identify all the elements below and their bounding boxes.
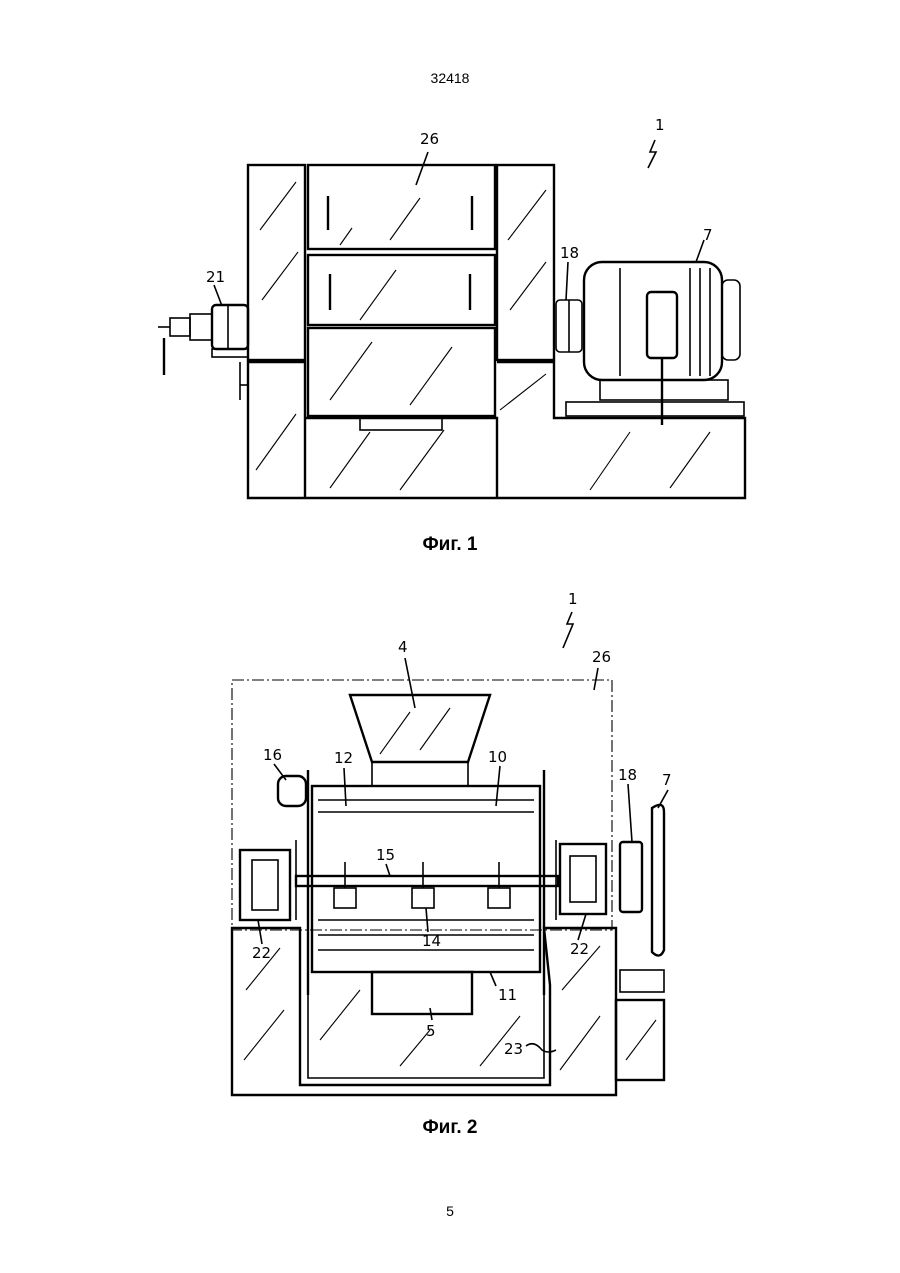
fig2-hatching	[244, 946, 656, 1070]
fig2-coupling	[620, 842, 642, 912]
fig2-shaft	[296, 876, 558, 886]
page-number-bottom: 5	[0, 1203, 900, 1219]
fig2-right-base	[616, 1000, 664, 1080]
fig2-labels: 1 26 4 16 12 10 18 7 15 14 22 22 11 5 23	[252, 590, 672, 1058]
fig2-label-1: 1	[568, 590, 578, 608]
fig2-base	[232, 928, 616, 1095]
fig2-label-23: 23	[504, 1040, 523, 1058]
fig2-label-5: 5	[426, 1022, 436, 1040]
fig2-label-11: 11	[498, 986, 517, 1004]
fig2-motor	[652, 805, 664, 956]
fig2-hopper	[350, 695, 490, 762]
fig2-label-14: 14	[422, 932, 441, 950]
fig2-item-16	[278, 776, 306, 806]
fig2-label-18: 18	[618, 766, 637, 784]
fig2-label-16: 16	[263, 746, 282, 764]
figure-2-drawing: 1 26 4 16 12 10 18 7 15 14 22 22 11 5 23	[0, 0, 900, 1120]
fig2-label-15: 15	[376, 846, 395, 864]
fig2-label-10: 10	[488, 748, 507, 766]
fig2-right-drive	[560, 844, 606, 914]
fig2-label-4: 4	[398, 638, 408, 656]
fig2-label-22-right: 22	[570, 940, 589, 958]
fig2-label-7: 7	[662, 771, 672, 789]
fig2-label-12: 12	[334, 749, 353, 767]
fig2-discharge	[372, 972, 472, 1014]
fig2-label-26: 26	[592, 648, 611, 666]
figure-2-caption: Фиг. 2	[0, 1117, 900, 1139]
fig2-label-22-left: 22	[252, 944, 271, 962]
